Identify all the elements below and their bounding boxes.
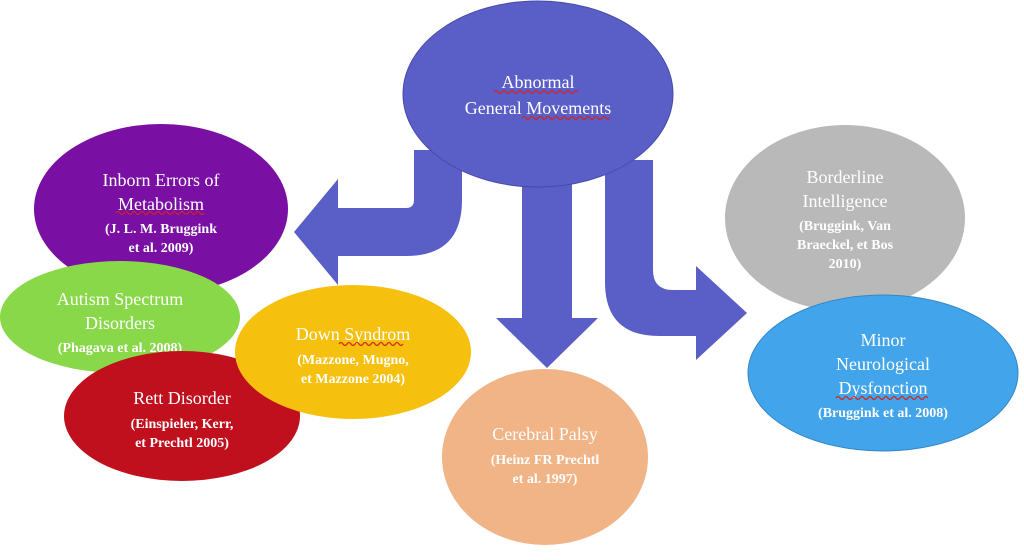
node-autism-ref1: (Phagava et al. 2008) xyxy=(58,341,183,356)
node-cerebral-ref1: (Heinz FR Prechtl xyxy=(491,453,600,468)
node-inborn-errors: Inborn Errors of Metabolism (J. L. M. Br… xyxy=(34,124,288,294)
spellcheck-underline xyxy=(115,210,205,216)
node-borderline-ellipse xyxy=(725,125,965,311)
node-minor-title1: Minor xyxy=(861,330,906,350)
root-node: Abnormal General Movements xyxy=(402,0,674,188)
node-autism-ellipse xyxy=(0,261,240,373)
node-borderline: Borderline Intelligence (Bruggink, Van B… xyxy=(725,125,965,311)
node-down: Down Syndrom (Mazzone, Mugno, et Mazzone… xyxy=(235,285,471,419)
node-inborn-ref1: (J. L. M. Bruggink xyxy=(105,222,217,237)
root-title-line2: General Movements xyxy=(465,98,611,118)
node-inborn-title2: Metabolism xyxy=(118,194,204,214)
node-minor-ellipse xyxy=(747,294,1019,452)
arrows xyxy=(294,150,747,368)
node-inborn-ref2: et al. 2009) xyxy=(129,241,194,256)
node-autism-title2: Disorders xyxy=(85,313,155,333)
node-borderline-ref3: 2010) xyxy=(829,257,862,272)
node-cerebral-palsy: Cerebral Palsy (Heinz FR Prechtl et al. … xyxy=(442,369,648,545)
node-autism-title1: Autism Spectrum xyxy=(57,289,184,309)
node-borderline-title2: Intelligence xyxy=(803,191,888,211)
node-inborn-title1: Inborn Errors of xyxy=(103,170,220,190)
node-minor-title3: Dysfonction xyxy=(839,378,928,398)
root-title-line1: Abnormal xyxy=(502,72,575,92)
node-borderline-ref1: (Bruggink, Van xyxy=(799,219,891,234)
node-cerebral-title1: Cerebral Palsy xyxy=(492,424,597,444)
spellcheck-underline xyxy=(493,89,579,95)
root-ellipse xyxy=(402,0,674,188)
node-minor-neurological: Minor Neurological Dysfonction (Bruggink… xyxy=(747,294,1019,452)
node-rett-title1: Rett Disorder xyxy=(133,388,230,408)
node-rett-ref1: (Einspieler, Kerr, xyxy=(131,417,234,432)
arrow-down xyxy=(496,160,598,368)
node-rett-ref2: et Prechtl 2005) xyxy=(135,436,229,451)
node-rett: Rett Disorder (Einspieler, Kerr, et Prec… xyxy=(64,351,300,481)
node-borderline-title1: Borderline xyxy=(807,167,884,187)
arrow-right xyxy=(605,160,747,360)
spellcheck-underline xyxy=(338,341,404,347)
node-down-ref2: et Mazzone 2004) xyxy=(301,372,406,387)
node-borderline-ref2: Braeckel, et Bos xyxy=(797,238,894,253)
node-cerebral-ref2: et al. 1997) xyxy=(513,472,578,487)
node-cerebral-ellipse xyxy=(442,369,648,545)
node-autism: Autism Spectrum Disorders (Phagava et al… xyxy=(0,261,240,373)
spellcheck-underline xyxy=(835,395,929,401)
node-inborn-ellipse xyxy=(34,124,288,294)
node-minor-ref1: (Bruggink et al. 2008) xyxy=(818,406,948,421)
spellcheck-underline xyxy=(521,115,611,121)
node-minor-title2: Neurological xyxy=(836,354,930,374)
node-down-ref1: (Mazzone, Mugno, xyxy=(297,353,409,368)
node-down-ellipse xyxy=(235,285,471,419)
arrow-left xyxy=(294,150,462,285)
node-rett-ellipse xyxy=(64,351,300,481)
node-down-title1: Down Syndrom xyxy=(296,324,411,344)
